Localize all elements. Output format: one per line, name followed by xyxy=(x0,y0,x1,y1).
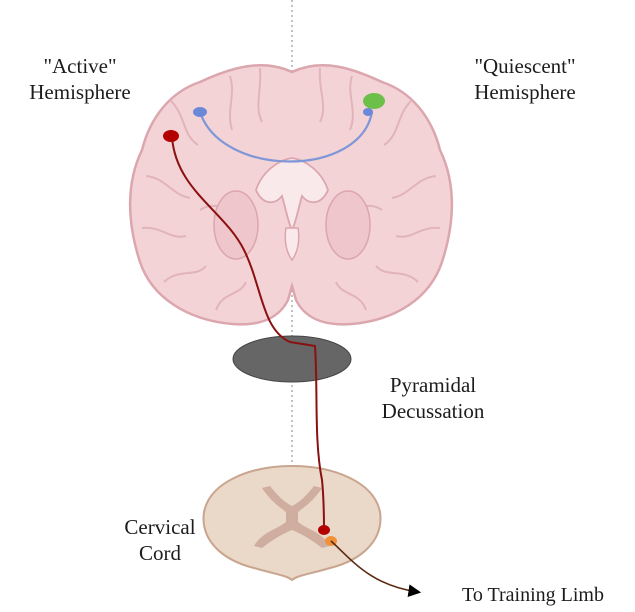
active-label-line1: "Active" xyxy=(20,53,140,79)
brain-coronal-section xyxy=(130,65,452,324)
cervical-label-line1: Cervical xyxy=(110,514,210,540)
quiescent-label-line1: "Quiescent" xyxy=(455,53,595,79)
training-limb-label: To Training Limb xyxy=(462,582,604,608)
cervical-cord-label: Cervical Cord xyxy=(110,514,210,566)
active-hemisphere-label: "Active" Hemisphere xyxy=(20,53,140,105)
quiescent-label-line2: Hemisphere xyxy=(455,79,595,105)
blue-node-right xyxy=(363,108,373,116)
cervical-label-line2: Cord xyxy=(110,540,210,566)
pyramidal-label-line2: Decussation xyxy=(368,398,498,424)
blue-node-left xyxy=(193,107,207,117)
red-terminal xyxy=(318,525,330,535)
pyramidal-decussation-label: Pyramidal Decussation xyxy=(368,372,498,424)
green-spot xyxy=(363,93,385,109)
quiescent-hemisphere-label: "Quiescent" Hemisphere xyxy=(455,53,595,105)
pyramidal-label-line1: Pyramidal xyxy=(368,372,498,398)
active-label-line2: Hemisphere xyxy=(20,79,140,105)
active-neuron xyxy=(163,130,179,142)
